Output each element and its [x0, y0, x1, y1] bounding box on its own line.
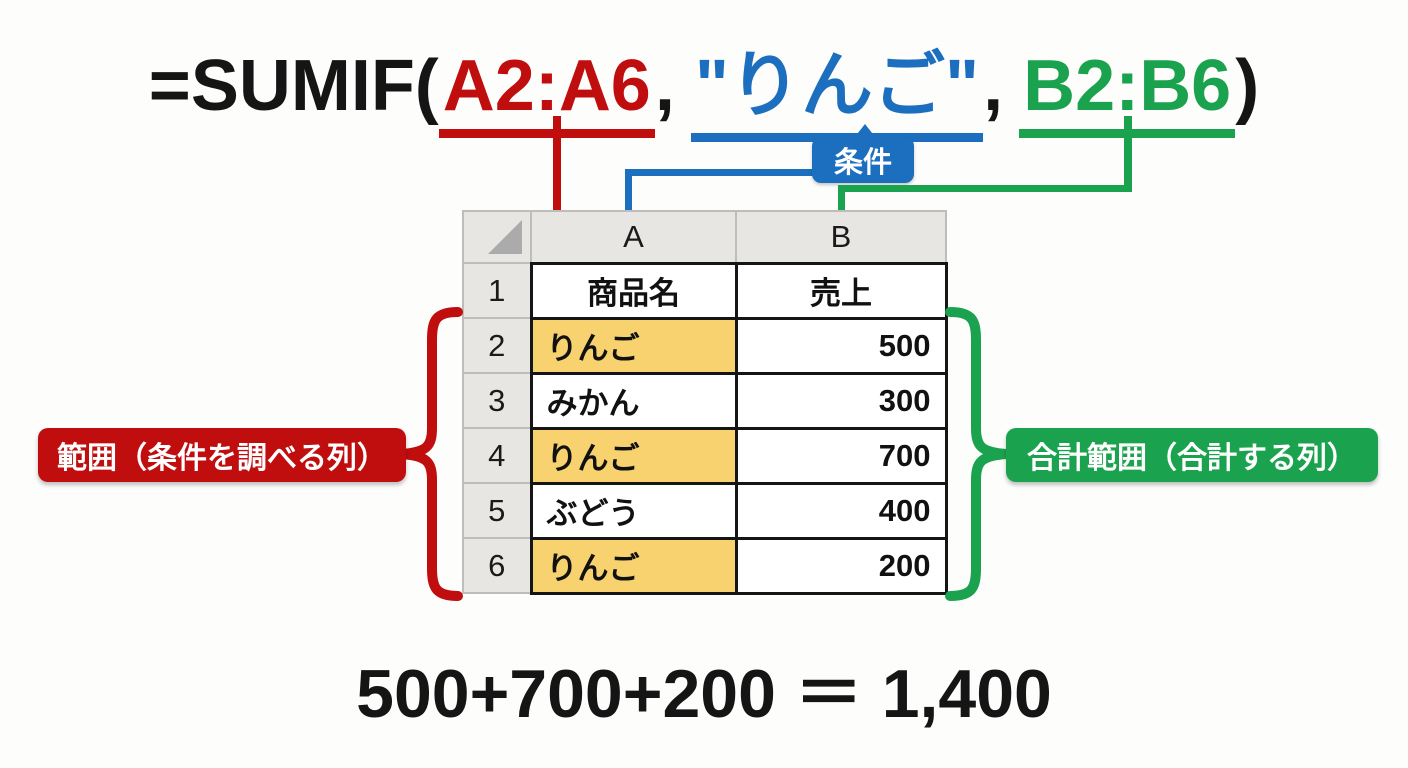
blue-connector-vertical: [625, 169, 632, 213]
row-number: 6: [462, 537, 532, 594]
range-label: 範囲（条件を調べる列）: [38, 428, 406, 482]
cell-a1-product-header: 商品名: [529, 261, 738, 320]
spreadsheet-table: A B 1 商品名 売上 2 りんご 500 3 みかん 300 4 りんご 7…: [462, 210, 948, 595]
table-row: 6 りんご 200: [462, 536, 948, 595]
row-number: 5: [462, 482, 532, 539]
cell-b6: 200: [734, 536, 948, 595]
condition-callout: 条件: [812, 124, 914, 183]
formula-comma-1: ,: [654, 46, 675, 126]
cell-b1-sales-header: 売上: [734, 261, 948, 320]
select-all-corner: [462, 210, 532, 264]
callout-pointer-icon: [854, 124, 876, 138]
cell-b4: 700: [734, 426, 948, 485]
table-row: 5 ぶどう 400: [462, 481, 948, 540]
table-row: 2 りんご 500: [462, 316, 948, 375]
column-header-a: A: [530, 210, 737, 264]
green-connector-horizontal: [838, 185, 1132, 192]
table-row: 1 商品名 売上: [462, 261, 948, 320]
sum-range-label: 合計範囲（合計する列）: [1006, 428, 1378, 482]
green-connector-drop: [1124, 116, 1132, 192]
green-connector-vertical: [838, 185, 845, 213]
row-number: 2: [462, 317, 532, 374]
red-connector-line: [553, 116, 561, 212]
table-row: 3 みかん 300: [462, 371, 948, 430]
cell-a5: ぶどう: [529, 481, 738, 540]
cell-b3: 300: [734, 371, 948, 430]
formula-comma-2: ,: [983, 46, 1004, 126]
cell-b2: 500: [734, 316, 948, 375]
result-equation: 500+700+200 ＝ 1,400: [356, 656, 1052, 732]
cell-a4: りんご: [529, 426, 738, 485]
cell-a2: りんご: [529, 316, 738, 375]
row-number: 1: [462, 262, 532, 319]
row-number: 3: [462, 372, 532, 429]
row-number: 4: [462, 427, 532, 484]
blue-connector-horizontal: [625, 169, 817, 176]
cell-b5: 400: [734, 481, 948, 540]
formula-criteria-arg: "りんご": [690, 26, 984, 142]
green-brace: [945, 307, 1007, 601]
column-header-b: B: [735, 210, 947, 264]
formula-range-arg: A2:A6: [438, 45, 655, 138]
cell-a6: りんご: [529, 536, 738, 595]
cell-a3: みかん: [529, 371, 738, 430]
red-brace: [401, 307, 463, 601]
select-all-triangle-icon: [488, 220, 522, 254]
formula-suffix: ): [1235, 46, 1260, 126]
table-row: 4 りんご 700: [462, 426, 948, 485]
formula-prefix: =SUMIF(: [148, 46, 439, 126]
column-header-row: A B: [462, 210, 947, 264]
condition-callout-label: 条件: [833, 147, 892, 179]
sumif-formula: =SUMIF( A2:A6 , "りんご" , B2:B6 ): [0, 26, 1408, 142]
